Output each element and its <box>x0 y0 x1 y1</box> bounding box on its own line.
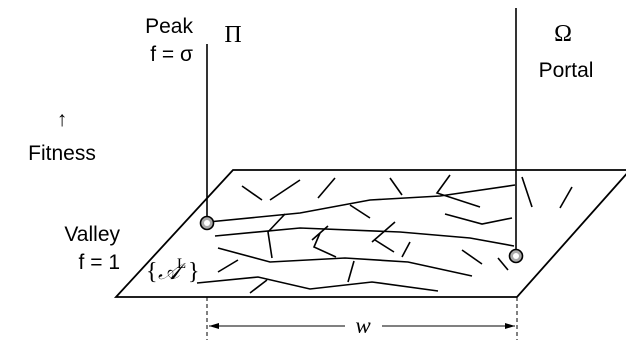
width-dimension <box>209 323 515 329</box>
portal-label: Portal <box>539 59 594 82</box>
fitness-up-arrow-icon: ↑ <box>57 108 68 131</box>
start-node <box>199 215 215 231</box>
valley-label: Valley <box>64 223 120 246</box>
svg-text:L: L <box>177 256 186 272</box>
width-arrow-left-icon <box>209 323 219 329</box>
valley-value-label: f = 1 <box>79 251 120 274</box>
peak-label: Peak <box>145 15 193 38</box>
svg-text:}: } <box>188 259 200 285</box>
omega-label: Ω <box>554 21 572 47</box>
landscape-set-label: { 𝒜 L } <box>146 256 200 285</box>
fitness-label: Fitness <box>28 142 96 165</box>
width-arrow-right-icon <box>505 323 515 329</box>
svg-text:{: { <box>146 259 158 285</box>
peak-value-label: f = σ <box>150 43 193 66</box>
pi-label: Π <box>224 22 241 48</box>
portal-node <box>508 248 524 264</box>
path-network <box>196 174 573 294</box>
width-label: w <box>355 313 371 338</box>
